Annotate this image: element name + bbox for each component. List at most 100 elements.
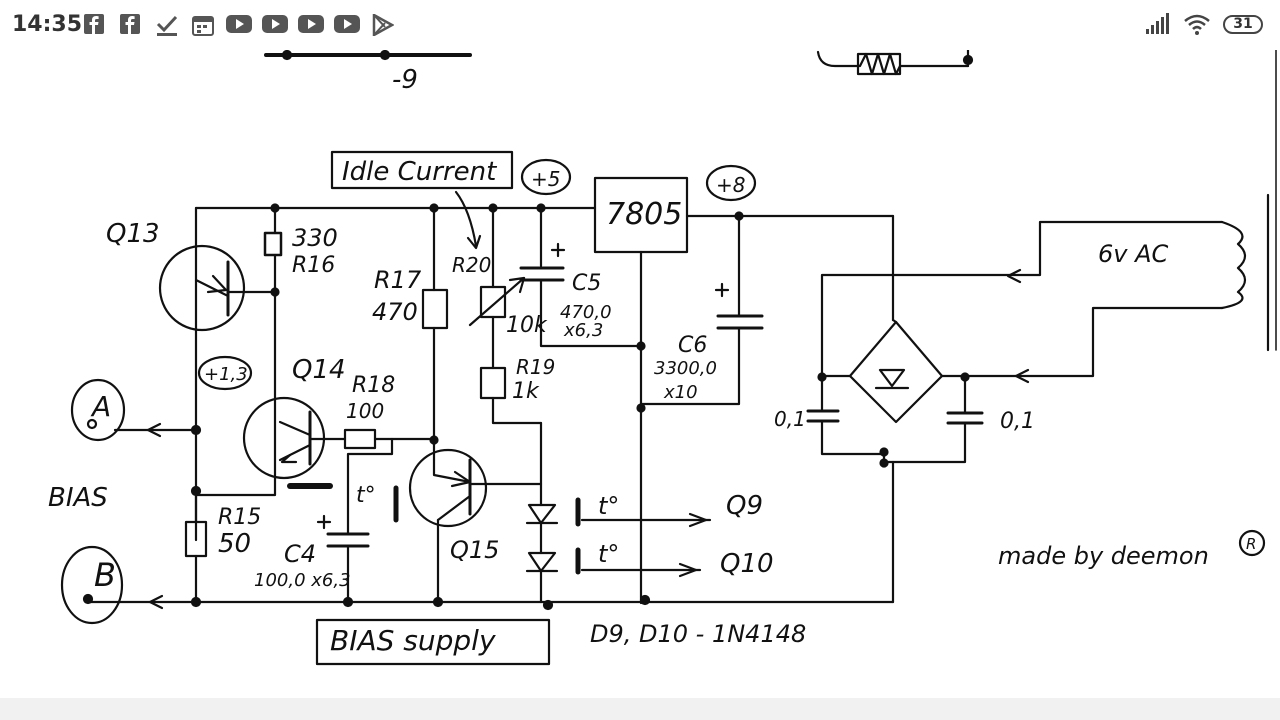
r19-resistor	[479, 366, 507, 400]
junction-dot	[190, 424, 202, 436]
junction-dot	[342, 596, 354, 608]
junction-dot	[432, 596, 444, 608]
r19-wire	[491, 396, 543, 425]
q14-arrow	[280, 453, 298, 464]
bias-supply-box	[315, 618, 551, 666]
r18-label: R18	[352, 373, 395, 398]
bridge-rectifier	[848, 320, 944, 424]
diodes-note-label: D9, D10 - 1N4148	[590, 620, 806, 648]
r18-resistor	[343, 428, 377, 450]
c6-label: C6	[678, 333, 707, 358]
junction-dot	[542, 599, 554, 611]
r20-wiper-arrowhead	[508, 276, 526, 294]
q15-emitter	[436, 494, 472, 522]
q9-label: Q9	[726, 491, 763, 521]
transformer-coil	[1220, 220, 1247, 310]
plus13-label: +1,3	[204, 364, 248, 385]
c5-plus	[550, 242, 566, 258]
c5-label: C5	[572, 271, 601, 296]
r16-value-label: 330	[292, 224, 338, 252]
r19-value-label: 1k	[512, 379, 540, 404]
youtube-icon	[334, 15, 360, 33]
q14-leads	[278, 420, 312, 462]
c4-plus	[316, 514, 332, 530]
junction-dot	[190, 596, 202, 608]
q13-lead	[194, 278, 230, 298]
q9-arrow	[688, 512, 708, 528]
temp-label-3: t°	[598, 540, 619, 568]
signal-icon	[1146, 13, 1169, 34]
node-b-arrow	[148, 594, 164, 610]
bridge-diode-symbol	[878, 368, 906, 388]
q13-transistor	[158, 244, 246, 332]
q13-label: Q13	[106, 219, 160, 249]
q15-collector	[432, 458, 472, 484]
cap-right-wire	[884, 421, 967, 464]
ac-wire-lower	[963, 306, 1224, 378]
r19-label: R19	[516, 355, 555, 379]
clock: 14:35	[12, 12, 83, 37]
cap-left-label: 0,1	[774, 407, 806, 431]
node-b	[60, 545, 124, 625]
plus5-label: +5	[531, 167, 560, 191]
idle-current-label: Idle Current	[342, 157, 497, 187]
c4-value-label: 100,0 x6,3	[254, 570, 351, 591]
plus5-bubble	[520, 158, 572, 196]
bias-label: BIAS	[48, 483, 108, 513]
c5-value-label: 470,0	[560, 302, 612, 323]
regulator-label: 7805	[606, 197, 682, 232]
r20-label: R20	[452, 253, 491, 277]
c6-value-label: 3300,0	[654, 358, 717, 379]
bias-supply-label: BIAS supply	[330, 624, 496, 657]
q13-arrow	[206, 274, 228, 294]
q15-arrow	[450, 470, 472, 488]
node-a	[70, 378, 126, 442]
cap-left-wire	[820, 419, 886, 462]
q10-label: Q10	[720, 549, 774, 579]
schematic-diagram: -9 Idle Current +5 7805 +8 Q13 330 R16 R…	[48, 50, 1277, 666]
battery-level: 31	[1233, 16, 1253, 32]
r20-wiper-arrow	[468, 276, 526, 327]
cap-right-label: 0,1	[1000, 409, 1035, 434]
battery-icon: 31	[1223, 15, 1263, 34]
top-resistor-body	[856, 52, 902, 76]
c6-voltage-label: x10	[663, 382, 698, 403]
junction-dot	[879, 447, 889, 457]
r18-value-label: 100	[346, 399, 384, 423]
c5-voltage-label: x6,3	[563, 320, 603, 341]
node-a-terminal	[86, 418, 98, 430]
bridge-wire	[891, 318, 898, 324]
q15-transistor	[408, 448, 488, 528]
ac-arrow-lower	[1014, 368, 1030, 384]
registered-mark	[1238, 529, 1266, 557]
c6-wire	[639, 326, 741, 406]
top-resistor-fragment	[816, 50, 970, 76]
junction-dot	[379, 50, 391, 61]
status-bar: 14:35 31	[0, 0, 1280, 50]
ac-wire-upper	[820, 220, 1224, 382]
node-a-label: A	[90, 390, 111, 423]
d9-diode	[527, 503, 557, 525]
node-b-label: B	[94, 556, 116, 594]
facebook-icon	[120, 14, 140, 34]
d10-diode	[527, 551, 557, 573]
download-done-icon	[156, 15, 178, 36]
q10-arrow	[678, 562, 698, 578]
junction-dot	[639, 594, 651, 606]
r17-resistor	[421, 288, 449, 330]
node-b-terminal	[82, 593, 94, 605]
node-a-arrow	[146, 422, 162, 438]
c6-plus	[714, 282, 730, 298]
r16-resistor	[263, 231, 283, 257]
temp-label-1: t°	[356, 483, 376, 508]
r20-value-label: 10k	[506, 313, 548, 338]
made-by-label: made by deemon	[998, 542, 1209, 570]
registered-label: R	[1246, 535, 1256, 553]
r16-wire	[194, 253, 277, 497]
q14-label: Q14	[292, 355, 346, 385]
c4-wire	[346, 437, 394, 535]
idle-current-arrowhead	[466, 234, 482, 250]
q15-label: Q15	[450, 536, 499, 564]
plus13-bubble	[197, 355, 253, 391]
junction-dot	[879, 458, 889, 468]
